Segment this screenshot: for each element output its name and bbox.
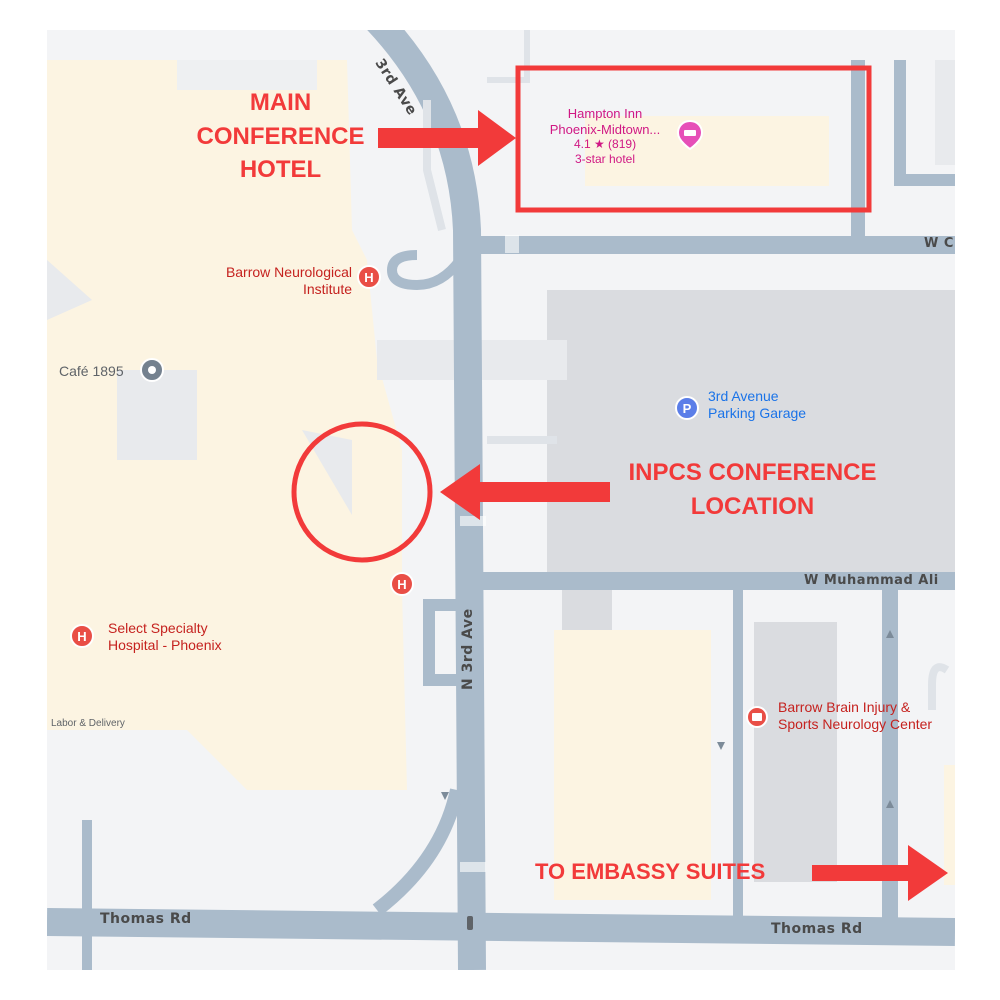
barrow-neuro-line1: Barrow Neurological — [225, 264, 352, 280]
svg-text:P: P — [683, 401, 692, 416]
hospital-pin-icon[interactable]: H — [356, 264, 382, 294]
brain-line2: Sports Neurology Center — [778, 715, 933, 732]
annot-main-line1: MAIN — [249, 89, 312, 116]
annot-main-line3: HOTEL — [239, 156, 322, 184]
block — [302, 430, 352, 515]
embassy-annotation: TO EMBASSY SUITES — [535, 859, 766, 884]
road-label-thomas-rd-left: Thomas Rd — [100, 911, 192, 927]
select-line1: Select Specialty — [108, 620, 208, 636]
building-gray — [754, 622, 837, 882]
map-canvas[interactable]: H P H H Hampton Inn Phoenix-Midtown... 4… — [47, 30, 955, 970]
hotel-rating: 4.1 ★ (819) — [573, 137, 637, 152]
barrow-neuro-line2: Institute — [302, 280, 352, 297]
arrow-right-icon — [812, 845, 948, 901]
annot-inpcs-line1: INPCS CONFERENCE — [628, 459, 877, 486]
hotel-building — [585, 116, 829, 186]
barrow-brain-label[interactable]: Barrow Brain Injury & Sports Neurology C… — [778, 699, 932, 733]
block — [117, 370, 197, 460]
road-side — [894, 60, 955, 186]
hotel-highlight-box — [515, 65, 872, 213]
hospital-pin-icon[interactable]: H — [389, 571, 415, 601]
medical-pin-icon[interactable] — [744, 704, 770, 734]
hotel-category: 3-star hotel — [574, 151, 636, 166]
barrow-neurological-label[interactable]: Barrow Neurological Institute — [197, 264, 352, 298]
road-label-w-c: W C — [924, 236, 954, 251]
brain-line1: Barrow Brain Injury & — [778, 699, 911, 715]
cafe-pin-icon[interactable] — [139, 357, 165, 387]
road-thomas-rd — [47, 908, 955, 946]
road-label-n-3rd-ave: N 3rd Ave — [460, 608, 476, 690]
traffic-light-icon — [467, 916, 473, 930]
road-ramp — [372, 788, 464, 916]
hotel-name-line2: Phoenix-Midtown... — [549, 121, 661, 137]
road-label-w-muhammad-ali: W Muhammad Ali — [804, 573, 939, 588]
hotel-label[interactable]: Hampton Inn Phoenix-Midtown... 4.1 ★ (81… — [535, 106, 675, 166]
block — [935, 60, 955, 165]
svg-text:H: H — [397, 577, 406, 592]
parking-line1: 3rd Avenue — [708, 388, 779, 404]
road-loop — [386, 250, 465, 291]
parking-line2: Parking Garage — [708, 404, 807, 421]
labor-delivery-label[interactable]: Labor & Delivery — [51, 718, 125, 729]
cafe-label[interactable]: Café 1895 — [59, 363, 124, 379]
road-label-thomas-rd-right: Thomas Rd — [771, 921, 863, 937]
annot-main-line2: CONFERENCE — [196, 122, 365, 150]
parking-label[interactable]: 3rd Avenue Parking Garage — [708, 388, 806, 422]
map-base — [47, 30, 955, 970]
hospital-pin-icon[interactable]: H — [69, 623, 95, 653]
inpcs-annotation: INPCS CONFERENCE LOCATION — [600, 456, 905, 523]
inpcs-highlight-circle — [291, 421, 433, 563]
select-specialty-label[interactable]: Select Specialty Hospital - Phoenix — [108, 620, 222, 654]
svg-text:H: H — [77, 629, 86, 644]
block — [177, 60, 317, 90]
road-n-3rd-ave — [367, 30, 486, 970]
arrow-left-icon — [440, 464, 610, 520]
svg-text:H: H — [364, 270, 373, 285]
building-cream — [554, 630, 711, 900]
parking-garage-building — [547, 290, 955, 580]
building-cream — [944, 765, 955, 885]
main-hotel-annotation: MAIN CONFERENCE HOTEL — [178, 86, 383, 187]
block — [47, 260, 92, 320]
annot-inpcs-line2: LOCATION — [690, 492, 815, 520]
hospital-campus — [47, 60, 407, 790]
hotel-name-line1: Hampton Inn — [567, 106, 643, 121]
parking-pin-icon[interactable]: P — [674, 395, 700, 425]
arrow-right-icon — [378, 110, 516, 166]
road-loop — [423, 599, 460, 686]
hotel-pin-icon[interactable] — [677, 120, 703, 150]
select-line2: Hospital - Phoenix — [108, 636, 222, 653]
